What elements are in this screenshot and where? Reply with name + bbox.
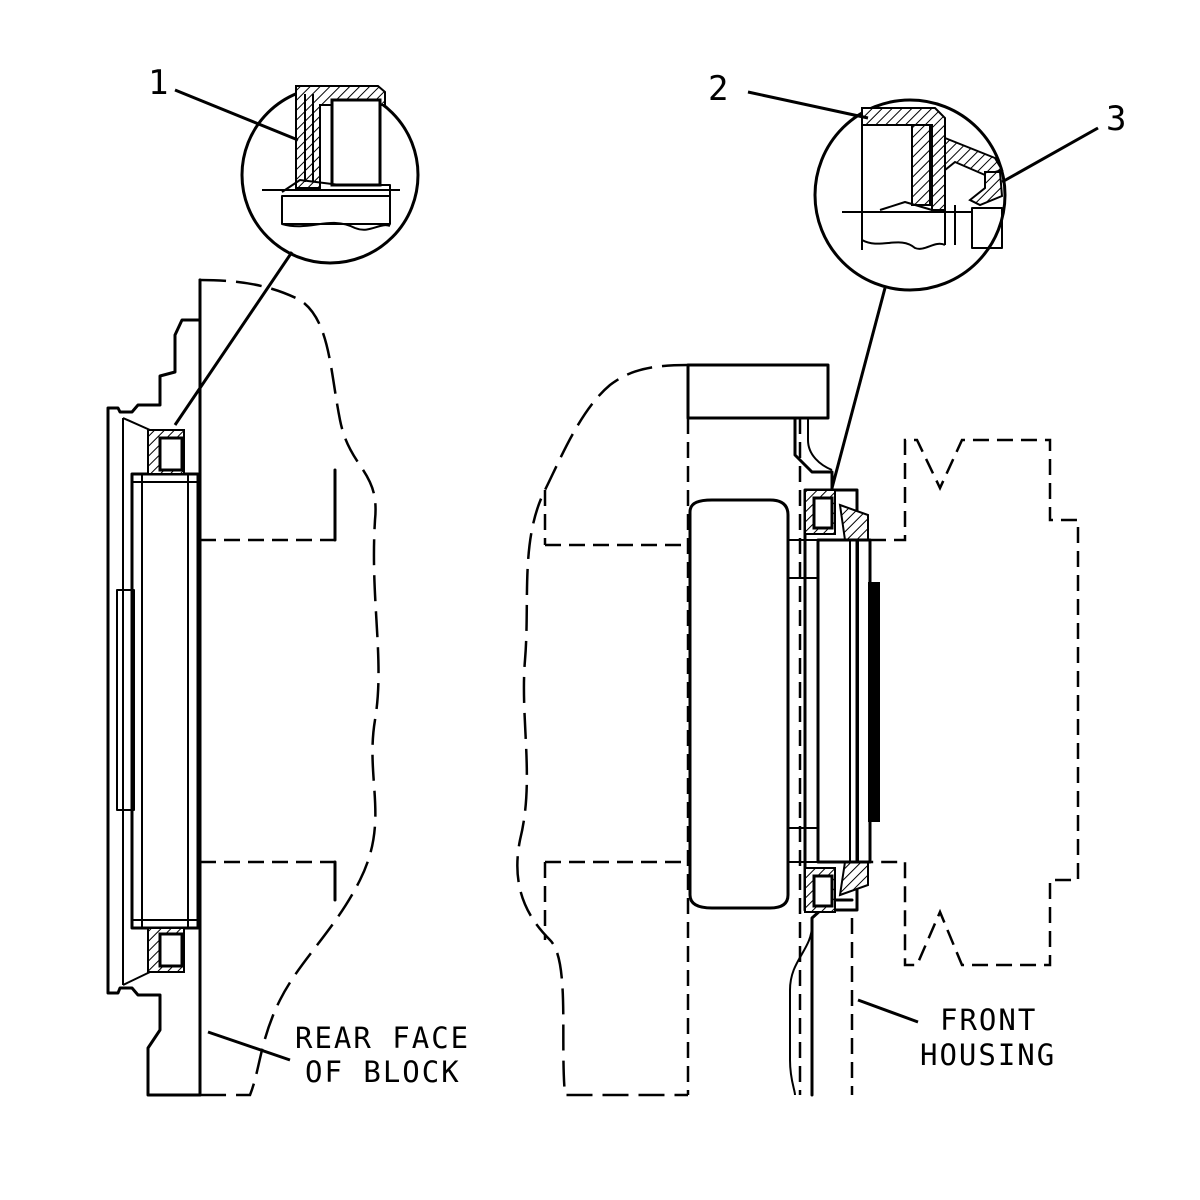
detail-circle-1 [240, 85, 420, 265]
detail-1-seal [262, 85, 400, 231]
rear-seal-assembly: 1 REAR FACE OF BLOCK [106, 63, 470, 1097]
block-top-section [686, 363, 830, 420]
callout-2-number: 2 [708, 69, 728, 109]
housing-lip-bottom [122, 965, 151, 986]
detail-1-leader [173, 251, 294, 426]
callout-1-leader [174, 88, 299, 142]
front-seal-assembly: 2 3 FRONT HOUSING [516, 69, 1126, 1097]
rear-face-label-line2: OF BLOCK [305, 1055, 461, 1089]
detail-2-leader [830, 287, 887, 489]
callout-3-number: 3 [1106, 99, 1126, 139]
pulley-outline [870, 438, 1080, 967]
block-break-line [199, 278, 380, 1097]
flywheel-housing-outline [106, 278, 202, 1097]
housing-lip-top [122, 417, 151, 438]
detail-2-seal [842, 107, 1004, 250]
rear-face-label-line1: REAR FACE [295, 1021, 470, 1055]
callout-1-number: 1 [148, 63, 168, 103]
callout-2-leader [747, 90, 869, 120]
front-housing-leader [857, 998, 919, 1024]
crankshaft-gear [688, 498, 790, 910]
housing-recess [116, 589, 135, 811]
wear-sleeve [816, 538, 872, 864]
front-housing-label-line2: HOUSING [920, 1038, 1056, 1072]
front-break-line [516, 363, 689, 1097]
front-housing-label-line1: FRONT [940, 1003, 1037, 1037]
sleeve-band [868, 582, 880, 822]
rear-face-leader [207, 1030, 291, 1062]
detail-circle-2 [813, 98, 1007, 292]
callout-3-leader [1001, 126, 1099, 184]
